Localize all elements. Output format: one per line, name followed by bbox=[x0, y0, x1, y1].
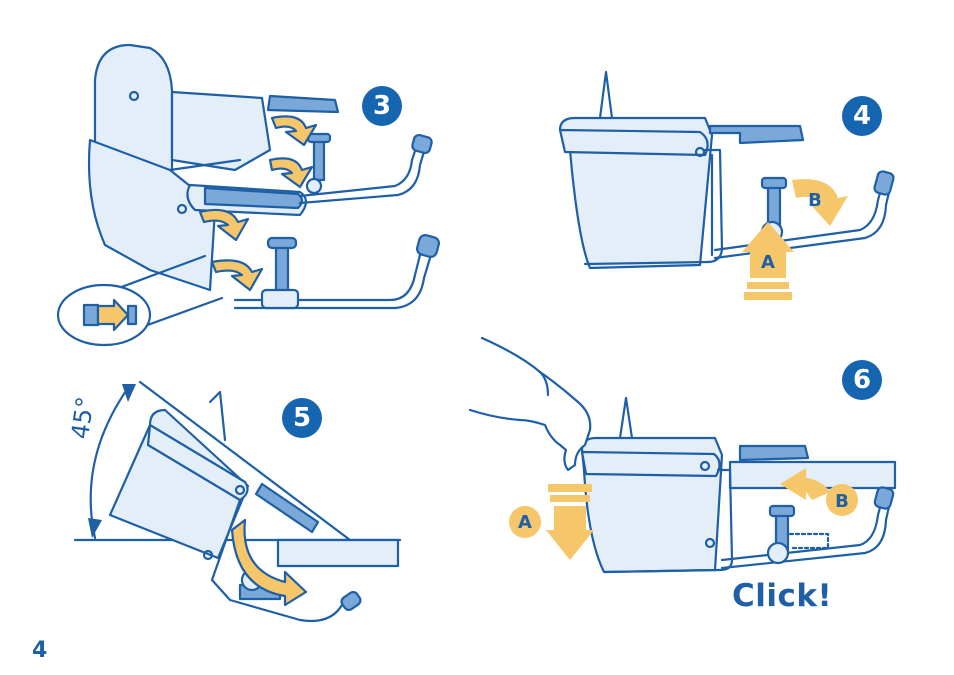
step-number-3: 3 bbox=[362, 86, 402, 126]
step6-label-a: A bbox=[518, 512, 532, 533]
push-arrow-icon: A bbox=[742, 222, 794, 300]
page-number: 4 bbox=[32, 638, 47, 663]
step6-click-label: Click! bbox=[732, 578, 832, 614]
push-arrow-icon bbox=[546, 484, 594, 560]
step5-figure bbox=[75, 382, 400, 621]
step4-label-b: B bbox=[808, 190, 822, 211]
hand-icon bbox=[470, 338, 590, 470]
rotate-arrow-icon: B bbox=[792, 179, 848, 226]
step4-label-a: A bbox=[761, 252, 775, 273]
step5-angle-label: 45° bbox=[66, 395, 100, 441]
step6-figure: A B bbox=[470, 338, 895, 572]
step-number-4: 4 bbox=[842, 96, 882, 136]
step-number-6: 6 bbox=[842, 360, 882, 400]
step-number-5: 5 bbox=[282, 398, 322, 438]
step5-table-edge bbox=[278, 540, 398, 566]
step6-label-b: B bbox=[835, 491, 849, 512]
